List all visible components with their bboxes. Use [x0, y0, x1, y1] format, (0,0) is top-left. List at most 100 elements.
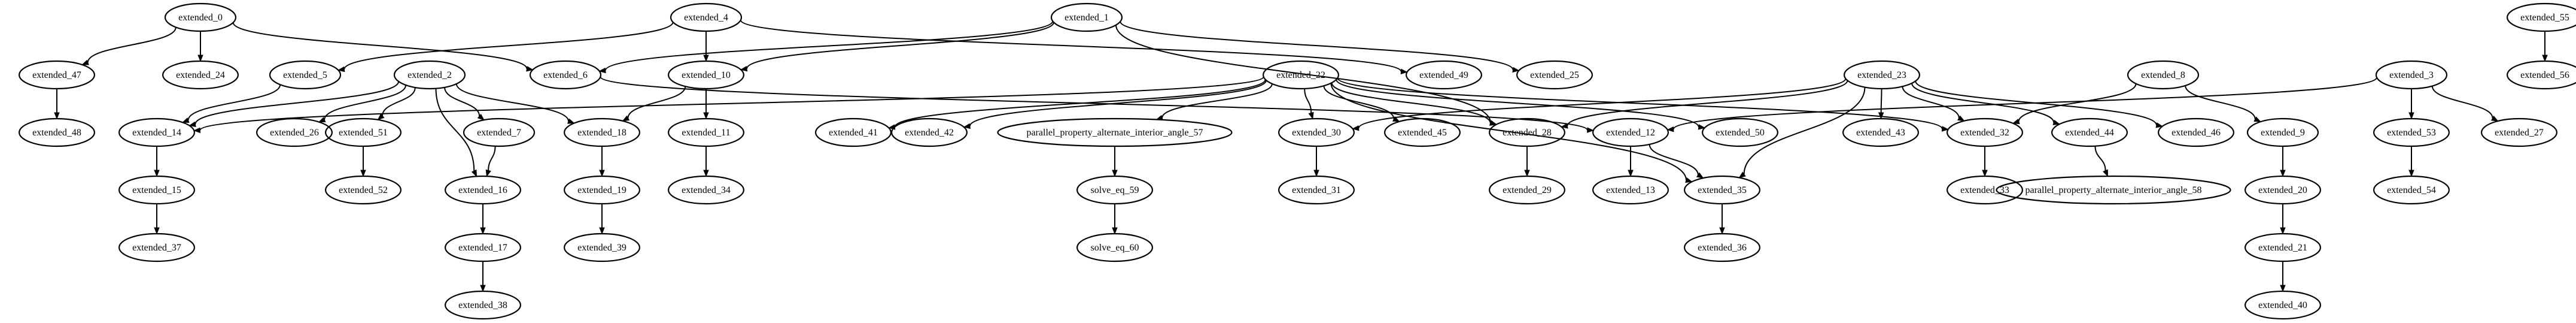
node-ellipse	[2245, 175, 2322, 205]
node-label: extended_20	[2258, 185, 2307, 195]
node-label: extended_47	[32, 70, 81, 80]
node-label: extended_21	[2258, 243, 2307, 253]
edge-line	[627, 86, 686, 119]
edge-line	[1567, 80, 1848, 126]
node-ellipse	[1263, 60, 1340, 90]
node-label: extended_55	[2520, 13, 2569, 23]
node-ellipse	[444, 290, 521, 320]
edge-line	[1304, 88, 1312, 113]
node-ellipse	[2127, 60, 2200, 90]
edge-arrowhead	[567, 118, 575, 124]
edge-arrowhead	[599, 227, 605, 235]
node-ellipse	[1947, 175, 2024, 205]
node-ellipse	[667, 117, 744, 147]
node-ellipse	[1406, 60, 1483, 90]
node-label: extended_32	[1960, 128, 2009, 138]
node-label: extended_15	[132, 185, 181, 195]
edge-arrowhead	[154, 227, 160, 235]
edge-arrowhead	[1308, 111, 1314, 120]
node-ellipse	[324, 175, 402, 205]
graph-node: extended_23	[1844, 60, 1921, 90]
edge-arrowhead	[703, 170, 709, 177]
edge-line	[455, 83, 570, 122]
graph-node: extended_30	[1278, 117, 1355, 147]
node-ellipse	[1278, 117, 1355, 147]
edge-arrowhead	[54, 112, 60, 120]
edge-arrowhead	[318, 117, 326, 123]
edge-arrowhead	[485, 169, 491, 177]
graph-node: extended_16	[444, 175, 521, 205]
graph-node: extended_48	[18, 117, 96, 147]
edge-arrowhead	[81, 59, 89, 65]
graph-node: extended_32	[1947, 117, 2024, 147]
node-label: extended_3	[2389, 70, 2434, 80]
edge-arrowhead	[188, 121, 196, 127]
graph-node: extended_46	[2158, 117, 2235, 147]
edge-line	[435, 88, 475, 171]
node-ellipse	[2158, 117, 2235, 147]
edge-arrowhead	[2155, 122, 2164, 128]
graph-node: extended_52	[324, 175, 402, 205]
node-label: extended_31	[1292, 185, 1341, 195]
edge-line	[2018, 83, 2137, 122]
node-label: extended_50	[1716, 128, 1765, 138]
edge-arrowhead	[1696, 172, 1704, 179]
edge-line	[604, 20, 1054, 71]
node-ellipse	[1076, 175, 1153, 205]
edge-line	[444, 87, 480, 116]
edge-arrowhead	[154, 170, 160, 177]
edge-arrowhead	[1512, 67, 1520, 73]
edge-arrowhead	[526, 66, 534, 72]
node-label: parallel_property_alternate_interior_ang…	[1027, 128, 1203, 138]
edge-line	[1120, 21, 1514, 70]
node-ellipse	[1684, 233, 1761, 262]
node-label: extended_34	[682, 185, 731, 195]
edge-arrowhead	[1719, 227, 1725, 235]
node-label: extended_29	[1503, 185, 1552, 195]
edge-arrowhead	[377, 113, 385, 120]
node-ellipse	[2373, 175, 2450, 205]
graph-node: extended_31	[1278, 175, 1355, 205]
graph-node: extended_43	[1842, 117, 1920, 147]
node-label: extended_48	[32, 128, 81, 138]
edge-line	[1902, 86, 1960, 119]
node-label: extended_6	[543, 70, 588, 80]
graph-node: extended_45	[1384, 117, 1461, 147]
node-label: extended_7	[477, 128, 521, 138]
edge-arrowhead	[1489, 120, 1497, 126]
node-label: solve_eq_60	[1091, 243, 1139, 253]
edge-arrowhead	[1738, 171, 1746, 179]
edge-arrowhead	[480, 227, 486, 235]
node-ellipse	[1592, 175, 1669, 205]
node-ellipse	[164, 2, 237, 32]
node-label: extended_28	[1503, 128, 1552, 138]
node-ellipse	[1076, 233, 1153, 262]
graph-node: extended_13	[1592, 175, 1669, 205]
edge-arrowhead	[1112, 170, 1118, 177]
edge-arrowhead	[599, 170, 605, 177]
node-label: extended_10	[682, 70, 731, 80]
node-label: extended_25	[1530, 70, 1579, 80]
node-ellipse	[1489, 175, 1566, 205]
node-label: extended_16	[458, 185, 507, 195]
node-label: extended_52	[339, 185, 388, 195]
edge-line	[746, 22, 1054, 70]
node-label: extended_45	[1398, 128, 1447, 138]
edge-arrowhead	[598, 67, 606, 74]
edge-arrowhead	[1352, 125, 1360, 131]
node-ellipse	[162, 60, 239, 90]
graph-node: extended_17	[444, 233, 521, 262]
edge-line	[2094, 146, 2106, 171]
graph-node: extended_11	[667, 117, 744, 147]
node-ellipse	[1684, 175, 1761, 205]
edge-arrowhead	[1685, 177, 1693, 183]
graph-node: extended_19	[563, 175, 640, 205]
graph-node: extended_47	[18, 60, 96, 90]
edge-arrowhead	[1941, 126, 1950, 132]
node-ellipse	[463, 117, 536, 147]
node-ellipse	[2375, 60, 2448, 90]
edge-line	[382, 87, 416, 116]
node-label: extended_13	[1606, 185, 1655, 195]
edge-arrowhead	[2253, 116, 2262, 122]
node-ellipse	[256, 117, 333, 147]
